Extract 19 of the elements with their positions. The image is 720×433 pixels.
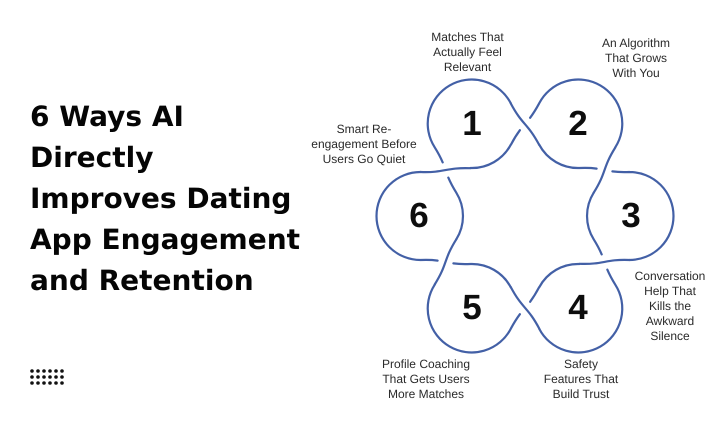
step-caption: Smart Re-engagement Before Users Go Quiet <box>310 122 418 167</box>
crossing-connector <box>510 102 540 146</box>
crossing-connector <box>434 238 458 286</box>
crossing-connector <box>578 258 631 265</box>
step-number: 6 <box>409 198 429 234</box>
step-caption: Matches That Actually Feel Relevant <box>430 30 505 75</box>
step-number: 3 <box>621 198 641 234</box>
crossing-connector <box>592 146 616 194</box>
crossing-connector <box>419 167 472 174</box>
step-caption: Profile Coaching That Gets Users More Matches <box>380 356 472 402</box>
step-number: 1 <box>462 106 482 142</box>
crossing-connector <box>510 286 540 330</box>
title-heading: 6 Ways AI Directly Improves Dating App Engagement and Retention <box>30 99 302 299</box>
step-caption: Safety Features That Build Trust <box>542 356 620 402</box>
step-caption: Conversation Help That Kills the Awkward Silence <box>634 269 706 344</box>
step-number: 5 <box>462 290 482 326</box>
step-caption: An Algorithm That Grows With You <box>600 36 672 81</box>
step-number: 4 <box>568 290 588 326</box>
step-number: 2 <box>568 106 588 142</box>
